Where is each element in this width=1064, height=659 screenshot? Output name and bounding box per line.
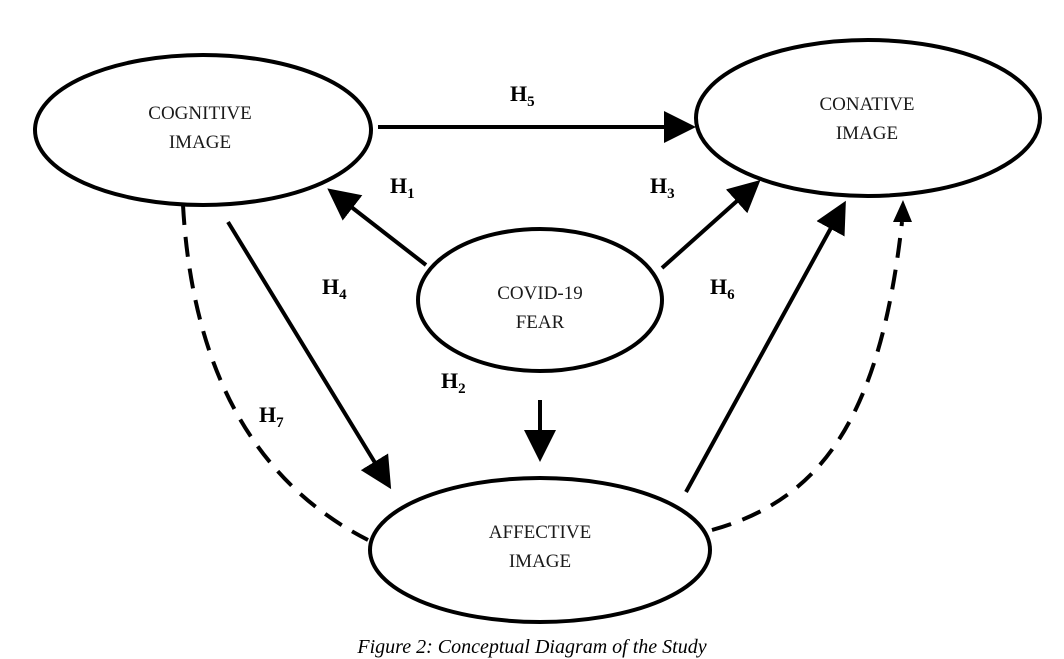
cognitive-image-label-line1: COGNITIVE xyxy=(148,103,251,124)
hypothesis-h7-label: H7 xyxy=(259,402,284,431)
conative-image-node xyxy=(694,38,1042,198)
hypothesis-h2-label: H2 xyxy=(441,368,466,397)
arrow-h6-affective-to-conative xyxy=(684,200,846,493)
arrow-h3-fear-to-conative xyxy=(660,180,761,270)
hypothesis-h6-label: H6 xyxy=(710,274,735,303)
arrow-h1-fear-to-cognitive xyxy=(327,188,428,267)
dashed-path-arrowhead xyxy=(893,200,912,222)
covid-fear-label-line1: COVID-19 xyxy=(497,283,583,304)
covid-fear-label-line2: FEAR xyxy=(516,312,565,333)
affective-image-label-line1: AFFECTIVE xyxy=(489,522,591,543)
arrow-h4-cognitive-to-affective xyxy=(226,220,392,490)
hypothesis-h4-label: H4 xyxy=(322,274,347,303)
affective-image-node xyxy=(368,476,712,624)
cognitive-image-node xyxy=(33,53,373,207)
dashed-path-cognitive-to-affective xyxy=(181,204,369,542)
covid-fear-node xyxy=(416,227,664,373)
dashed-path-affective-to-conative xyxy=(711,221,904,532)
cognitive-image-label-line2: IMAGE xyxy=(169,132,231,153)
hypothesis-h5-label: H5 xyxy=(510,81,535,110)
conative-image-label-line2: IMAGE xyxy=(836,123,898,144)
conative-image-label-line1: CONATIVE xyxy=(820,94,915,115)
figure-caption: Figure 2: Conceptual Diagram of the Stud… xyxy=(357,636,707,658)
hypothesis-h3-label: H3 xyxy=(650,173,675,202)
hypothesis-h1-label: H1 xyxy=(390,173,415,202)
affective-image-label-line2: IMAGE xyxy=(509,551,571,572)
